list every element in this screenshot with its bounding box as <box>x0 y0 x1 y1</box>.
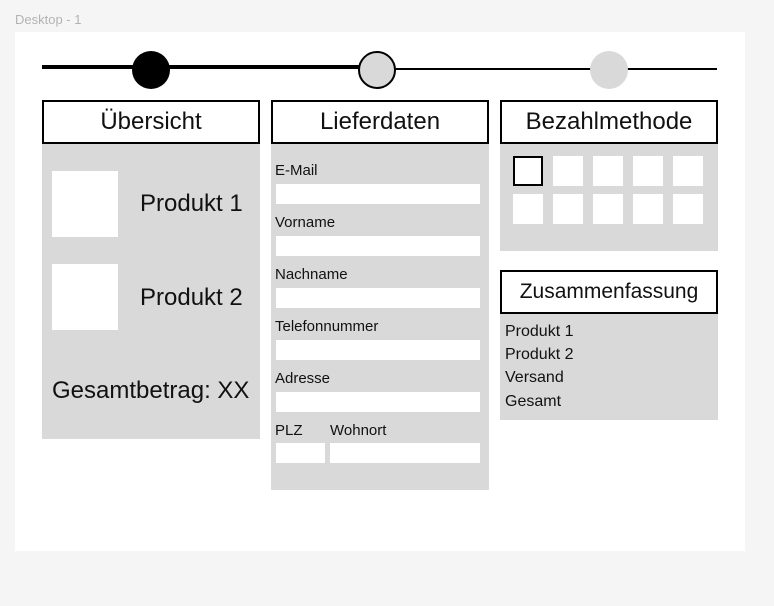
city-field[interactable] <box>330 443 480 463</box>
summary-line-shipping: Versand <box>505 369 564 386</box>
lastname-label: Nachname <box>275 266 348 283</box>
payment-option-10[interactable] <box>673 194 703 224</box>
zip-field[interactable] <box>276 443 325 463</box>
payment-option-2[interactable] <box>553 156 583 186</box>
delivery-title: Lieferdaten <box>271 100 489 144</box>
address-label: Adresse <box>275 370 331 387</box>
product-2-image <box>52 264 118 330</box>
payment-option-7[interactable] <box>553 194 583 224</box>
phone-field[interactable] <box>276 340 480 360</box>
step-3-indicator[interactable] <box>590 51 628 89</box>
frame-label: Desktop - 1 <box>15 12 82 27</box>
step-1-indicator[interactable] <box>132 51 170 89</box>
overview-title: Übersicht <box>42 100 260 144</box>
zip-label: PLZ <box>275 422 303 439</box>
email-label: E-Mail <box>275 162 318 179</box>
payment-option-1[interactable] <box>513 156 543 186</box>
payment-option-5[interactable] <box>673 156 703 186</box>
payment-option-8[interactable] <box>593 194 623 224</box>
progress-line-remaining <box>395 68 717 70</box>
payment-title: Bezahlmethode <box>500 100 718 144</box>
address-field[interactable] <box>276 392 480 412</box>
progress-line-completed <box>42 65 362 69</box>
firstname-label: Vorname <box>275 214 336 231</box>
summary-line-product-2: Produkt 2 <box>505 346 574 363</box>
product-1-label: Produkt 1 <box>140 190 243 217</box>
city-label: Wohnort <box>330 422 387 439</box>
phone-label: Telefonnummer <box>275 318 379 335</box>
summary-panel-body <box>500 312 718 420</box>
total-amount: Gesamtbetrag: XX <box>52 377 250 404</box>
product-1-image <box>52 171 118 237</box>
summary-title: Zusammenfassung <box>500 270 718 314</box>
payment-option-4[interactable] <box>633 156 663 186</box>
summary-line-product-1: Produkt 1 <box>505 323 574 340</box>
firstname-field[interactable] <box>276 236 480 256</box>
product-2-label: Produkt 2 <box>140 284 243 311</box>
payment-option-9[interactable] <box>633 194 663 224</box>
payment-option-3[interactable] <box>593 156 623 186</box>
payment-option-6[interactable] <box>513 194 543 224</box>
email-field[interactable] <box>276 184 480 204</box>
lastname-field[interactable] <box>276 288 480 308</box>
step-2-indicator[interactable] <box>358 51 396 89</box>
summary-line-total: Gesamt <box>505 393 562 410</box>
